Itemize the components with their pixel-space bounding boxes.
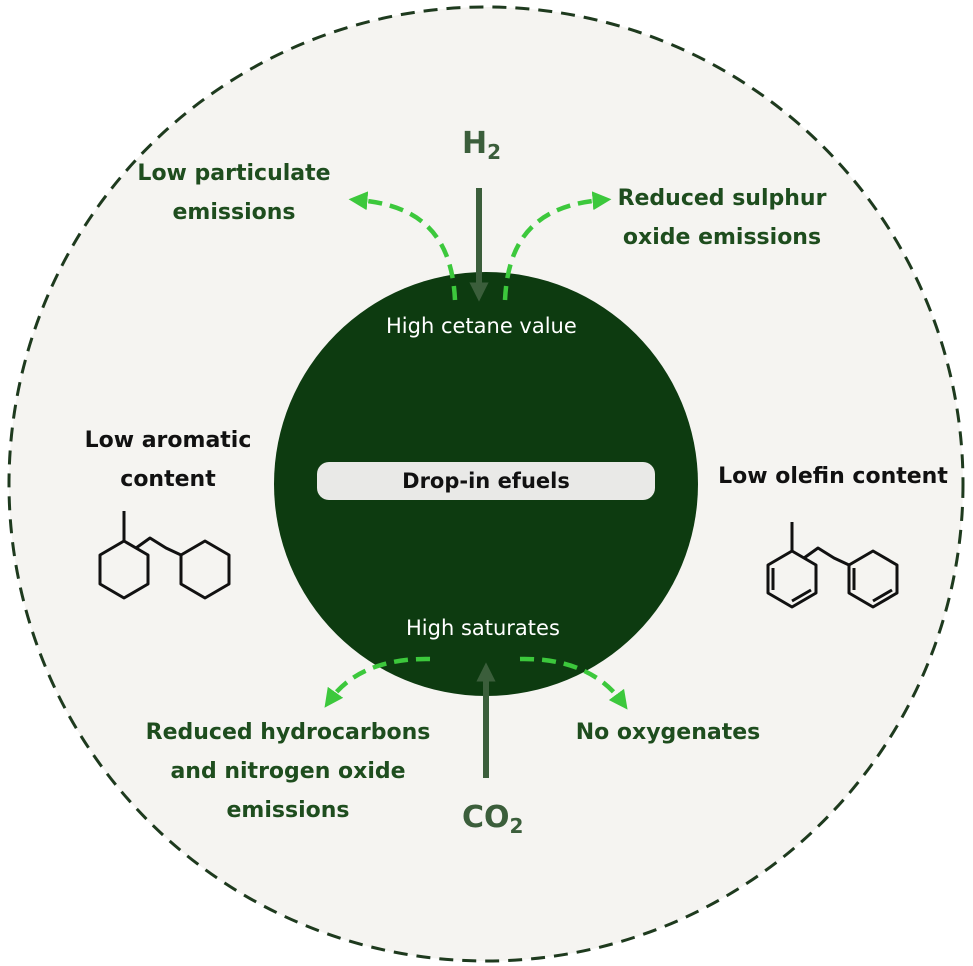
arrow-to-no-oxygenates <box>519 656 628 710</box>
reduced-hydrocarbons-label: Reduced hydrocarbons and nitrogen oxide … <box>145 720 431 823</box>
core-top-label: High cetane value <box>386 314 577 338</box>
saturated-bicyclohexyl-molecule-icon <box>98 511 231 600</box>
arrow-to-low-particulate <box>348 191 458 301</box>
low-olefin-label: Low olefin content <box>718 464 948 489</box>
h2-label: H2 <box>462 126 502 164</box>
arrow-to-reduced-hydrocarbons <box>324 656 431 708</box>
core-bottom-label: High saturates <box>406 616 560 640</box>
low-particulate-label: Low particulate emissions <box>137 161 331 225</box>
drop-in-efuels-label: Drop-in efuels <box>317 462 655 500</box>
no-oxygenates-label: No oxygenates <box>575 720 761 745</box>
low-aromatic-label: Low aromatic content <box>84 428 252 492</box>
aromatic-diphenylmethane-molecule-icon <box>766 522 899 609</box>
arrow-to-reduced-sulphur <box>502 191 612 301</box>
reduced-sulphur-label: Reduced sulphur oxide emissions <box>617 186 827 250</box>
co2-label: CO2 <box>462 800 524 838</box>
